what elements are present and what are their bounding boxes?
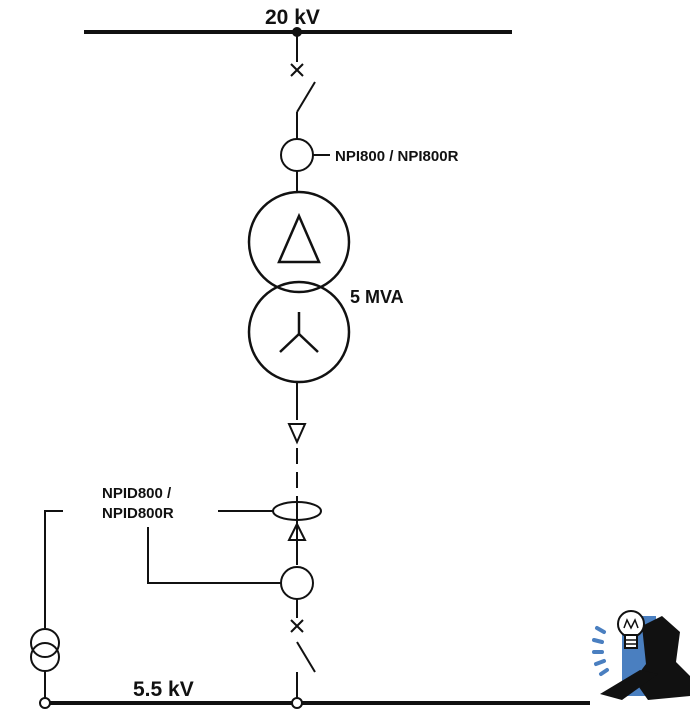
lv-bus-label: 5.5 kV (133, 678, 194, 701)
diff-relay-label-line2: NPID800R (102, 505, 174, 522)
lv-bus-node-vt (39, 697, 51, 709)
vt-upper-winding (30, 628, 60, 658)
upward-arrow (287, 521, 307, 541)
relay-wiring (147, 527, 281, 584)
hv-bus-label: 20 kV (265, 6, 320, 29)
transformer-rating-label: 5 MVA (350, 287, 404, 307)
downward-arrow (287, 423, 307, 445)
delta-winding-symbol (277, 212, 321, 264)
diff-relay-label-line1: NPID800 / (102, 485, 172, 502)
vt-wiring (44, 510, 63, 628)
lv-current-transformer (280, 566, 314, 600)
hv-breaker-x-mark (290, 63, 304, 77)
lv-bus-node-feeder (291, 697, 303, 709)
hv-current-transformer (280, 138, 314, 172)
hv-relay-label: NPI800 / NPI800R (335, 148, 459, 165)
lv-breaker-x-mark (290, 619, 304, 633)
transformer-secondary-winding (247, 280, 351, 384)
lightbulb-person-icon (592, 610, 690, 700)
lv-breaker-blade (296, 641, 316, 673)
transformer-primary-winding (247, 190, 351, 294)
wye-winding-symbol (279, 312, 319, 353)
hv-breaker-blade (296, 81, 316, 113)
